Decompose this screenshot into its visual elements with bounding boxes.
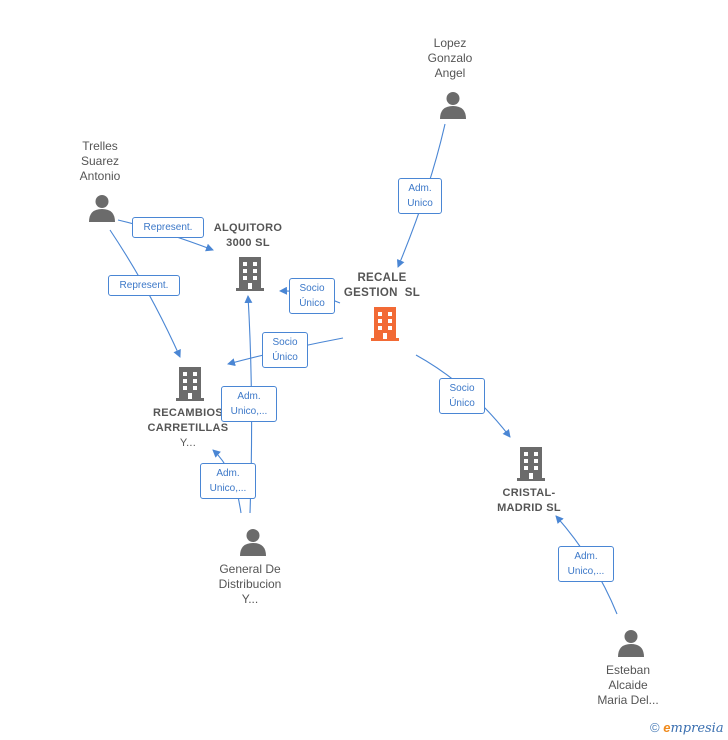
building-icon[interactable]	[235, 256, 265, 292]
company-label-alquitoro[interactable]: ALQUITORO 3000 SL	[213, 222, 283, 249]
copyright-symbol: ©	[650, 720, 660, 735]
person-label-esteban[interactable]: Esteban Alcaide Maria Del...	[597, 663, 659, 707]
edge-label-general-recambios: Adm.Unico,...	[200, 463, 256, 499]
brand-name: mpresia	[670, 721, 724, 736]
person-icon[interactable]	[616, 628, 646, 658]
building-icon[interactable]	[516, 446, 546, 482]
building-icon[interactable]	[175, 366, 205, 402]
edge-label-esteban-cristal: Adm.Unico,...	[558, 546, 614, 582]
person-icon[interactable]	[238, 527, 268, 557]
person-icon[interactable]	[87, 193, 117, 223]
edge-label-lopez-recale: Adm.Unico	[398, 178, 442, 214]
company-label-recambios[interactable]: RECAMBIOS CARRETILLAS Y...	[147, 407, 229, 449]
edge-label-trelles-recambios: Represent.	[108, 275, 180, 296]
person-label-lopez[interactable]: Lopez Gonzalo Angel	[427, 36, 473, 80]
edge-label-trelles-alquitoro: Represent.	[132, 217, 204, 238]
company-label-recale[interactable]: RECALE GESTION SL	[343, 272, 421, 299]
building-icon-main[interactable]	[370, 306, 400, 342]
person-label-trelles[interactable]: Trelles Suarez Antonio	[79, 139, 121, 183]
edge-label-general-alquitoro: Adm.Unico,...	[221, 386, 277, 422]
person-icon[interactable]	[438, 90, 468, 120]
brand-credit[interactable]: © empresia	[650, 720, 724, 736]
person-label-general[interactable]: General De Distribucion Y...	[218, 562, 282, 606]
company-label-cristal[interactable]: CRISTAL- MADRID SL	[497, 487, 561, 514]
brand-initial: e	[663, 720, 671, 735]
